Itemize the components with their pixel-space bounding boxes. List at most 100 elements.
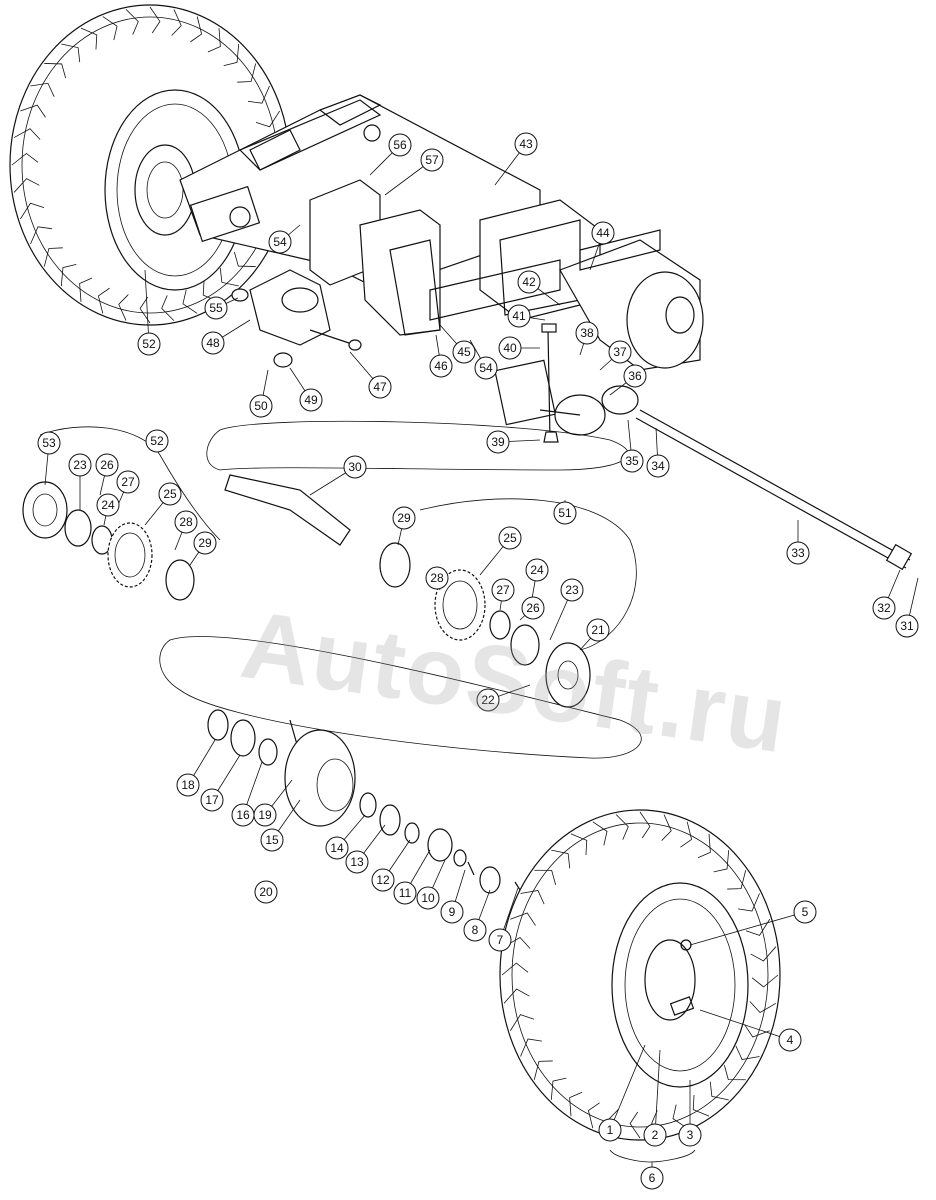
callout-47: 47 [368,375,392,399]
callout-circle [416,886,440,910]
upper-tread-mark [223,43,240,66]
upper-tread-mark [139,296,151,324]
lower-tread-mark [709,1081,729,1101]
lower-tread-mark [697,833,711,859]
callout-26a: 26 [95,453,119,477]
lower-tread-mark [570,833,588,856]
callout-label: 51 [558,506,572,520]
callout-circle [249,394,273,418]
callout-label: 52 [150,434,164,448]
callout-label: 28 [430,571,444,585]
callout-label: 50 [254,399,268,413]
bolt-group [541,323,559,443]
lower-tread-mark [629,1111,641,1139]
lower-tread-mark [727,870,747,890]
upper-tread-mark [30,226,52,245]
callout-label: 1 [607,1123,614,1137]
callout-circle [778,1028,802,1052]
lower-tread-mark [533,1060,553,1080]
wheel-assembly-lower [499,809,781,1141]
callout-49: 49 [299,388,323,412]
callout-circle [96,493,120,517]
callout-7: 7 [488,928,512,952]
callout-13: 13 [345,850,369,874]
callout-55: 55 [204,296,228,320]
callout-label: 53 [42,436,56,450]
callout-46: 46 [429,354,453,378]
leader-line-5 [689,911,806,946]
callout-circle [260,828,284,852]
callout-circle [440,900,464,924]
callout-circle [608,340,632,364]
lower-tread-mark [661,814,672,841]
callout-label: 23 [565,583,579,597]
callout-28b: 28 [425,566,449,590]
upper-tread-mark [43,247,63,267]
callout-circle [521,596,545,620]
callout-24b: 24 [525,558,549,582]
callout-circle [425,566,449,590]
callout-circle [623,364,647,388]
callout-label: 25 [503,531,517,545]
callout-circle [116,470,140,494]
callout-39: 39 [486,430,510,454]
callout-circle [514,132,538,156]
callout-53: 53 [37,431,61,455]
callout-label: 26 [526,601,540,615]
lower-tread-mark [534,869,557,885]
callout-circle [254,880,278,904]
left-hub-stack [22,481,195,601]
callout-22: 22 [476,688,500,712]
upper-tread-mark [190,16,203,43]
callout-label: 44 [596,226,610,240]
callout-circle [393,881,417,905]
callout-circle [575,321,599,345]
callout-26b: 26 [521,596,545,620]
upper-tread-mark [255,110,281,128]
callout-circle [525,558,549,582]
callout-34: 34 [646,454,670,478]
callout-circle [553,501,577,525]
callout-circle [176,773,200,797]
callout-circle [498,526,522,550]
callout-circle [486,430,510,454]
callout-circle [463,918,487,942]
callout-label: 49 [304,393,318,407]
group-outline-52 [39,426,221,541]
callout-4: 4 [778,1028,802,1052]
callout-54a: 54 [268,230,292,254]
callout-circle [371,868,395,892]
callout-35: 35 [620,449,644,473]
callout-circle [420,148,444,172]
upper-tread-mark [248,85,270,104]
callout-37: 37 [608,340,632,364]
group-outline-upper [206,420,629,471]
callout-label: 22 [481,693,495,707]
leader-line-4 [699,1009,791,1041]
callout-circle [591,221,615,245]
callout-circle [786,541,810,565]
lower-tread-mark [592,821,608,846]
upper-tread-mark [13,128,41,140]
callout-label: 32 [877,601,891,615]
callout-10: 10 [416,886,440,910]
callout-circle [200,788,224,812]
callout-label: 29 [198,536,212,550]
callout-label: 7 [497,933,504,947]
callout-circle [474,356,498,380]
callout-label: 5 [802,905,809,919]
upper-tread-mark [161,295,175,321]
callout-label: 3 [687,1128,694,1142]
callout-circle [646,454,670,478]
callout-12: 12 [371,868,395,892]
lower-tread-mark [510,912,536,926]
callout-label: 27 [121,475,135,489]
callout-16: 16 [231,803,255,827]
callout-17: 17 [200,788,224,812]
lower-tread-mark [551,849,571,869]
callout-circle [68,453,92,477]
callout-label: 42 [522,275,536,289]
callout-circle [95,453,119,477]
